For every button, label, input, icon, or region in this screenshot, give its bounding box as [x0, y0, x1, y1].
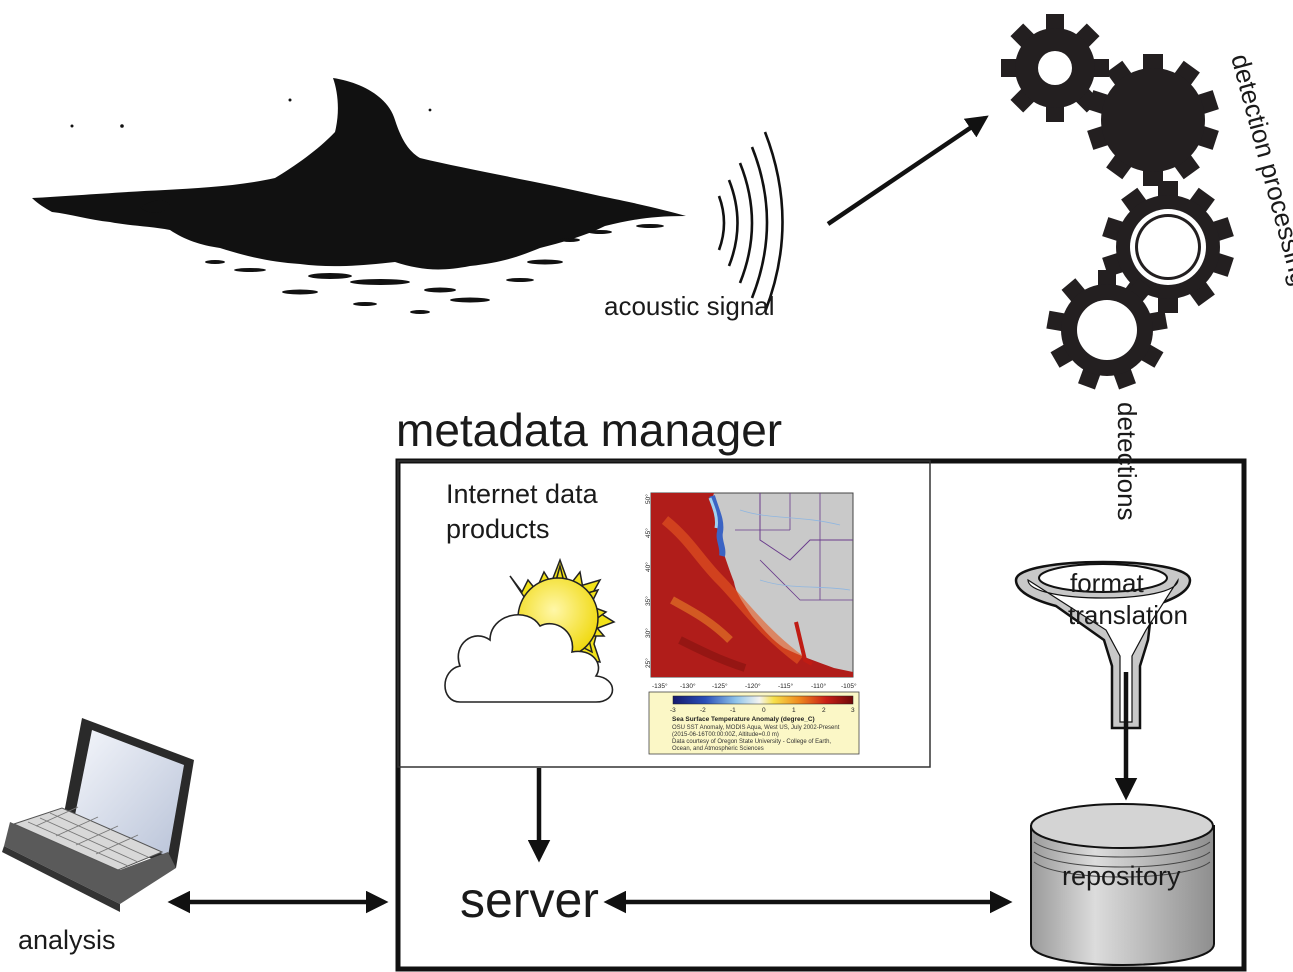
internet-data-products-box — [397, 460, 931, 768]
lat-tick: 40° — [644, 562, 652, 572]
sst-map-inset: -135° -130° -125° -120° -115° -110° -105… — [644, 492, 860, 755]
colorbar-caption-line: Ocean, and Atmospheric Sciences — [672, 746, 764, 752]
lon-tick: -125° — [712, 682, 728, 690]
map-lat-ticks: 50° 45° 40° 35° 30° 25° — [644, 494, 652, 668]
lon-tick: -105° — [841, 682, 857, 690]
internet-data-label-line2: products — [446, 514, 550, 544]
lon-tick: -110° — [811, 682, 827, 690]
lat-tick: 50° — [644, 494, 652, 504]
lat-tick: 45° — [644, 528, 652, 538]
server-label: server — [460, 872, 599, 928]
metadata-manager-title: metadata manager — [396, 404, 782, 456]
translation-label: translation — [1068, 600, 1188, 630]
lat-tick: 30° — [644, 628, 652, 638]
colorbar-tick: 3 — [851, 707, 855, 714]
colorbar-tick: 1 — [792, 707, 796, 714]
colorbar-caption-line: Data courtesy of Oregon State University… — [672, 739, 831, 745]
cloud-icon — [444, 614, 614, 703]
lat-tick: 25° — [644, 658, 652, 668]
colorbar — [672, 695, 854, 705]
colorbar-ticks: -3 -2 -1 0 1 2 3 — [670, 707, 855, 714]
detections-label: detections — [1112, 402, 1142, 521]
dolphin-fin-icon — [32, 78, 686, 314]
colorbar-tick: -3 — [670, 707, 676, 714]
acoustic-signal-label: acoustic signal — [604, 291, 775, 321]
lon-tick: -120° — [745, 682, 761, 690]
gear-icon — [1001, 14, 1234, 390]
internet-data-label-line1: Internet data — [446, 479, 599, 509]
funnel-icon — [1014, 560, 1192, 730]
colorbar-tick: -2 — [700, 707, 706, 714]
map-lon-ticks: -135° -130° -125° -120° -115° -110° -105… — [652, 682, 857, 690]
colorbar-tick: 2 — [822, 707, 826, 714]
format-label: format — [1070, 568, 1144, 598]
colorbar-caption-line: OSU SST Anomaly, MODIS Aqua, West US, Ju… — [672, 725, 840, 731]
lat-tick: 35° — [644, 596, 652, 606]
laptop-icon — [2, 718, 194, 912]
lon-tick: -130° — [680, 682, 696, 690]
lon-tick: -135° — [652, 682, 668, 690]
colorbar-tick: -1 — [730, 707, 736, 714]
repository-label: repository — [1062, 861, 1181, 891]
sound-wave-icon — [717, 131, 784, 313]
colorbar-caption-title: Sea Surface Temperature Anomaly (degree_… — [672, 716, 815, 723]
detection-processing-label: detection processing — [1225, 51, 1293, 289]
database-icon — [1030, 803, 1215, 966]
analysis-label: analysis — [18, 925, 116, 955]
lon-tick: -115° — [778, 682, 794, 690]
colorbar-tick: 0 — [762, 707, 766, 714]
colorbar-caption-line: (2015-06-16T00:00:00Z, Altitude=0.0 m) — [672, 732, 779, 738]
signal-to-processing-arrow — [826, 115, 989, 226]
